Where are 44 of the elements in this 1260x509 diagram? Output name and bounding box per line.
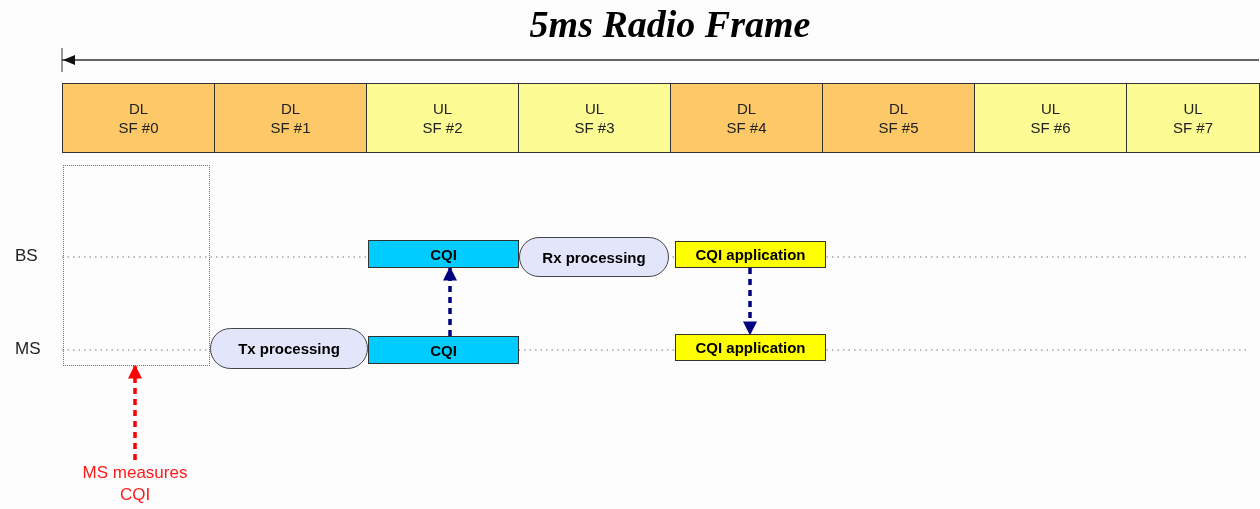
- processing-pill: [519, 237, 669, 277]
- annotation-text: MS measures CQI: [81, 461, 189, 506]
- node-text: SF #7: [1173, 118, 1213, 138]
- node-text: Rx processing: [542, 248, 646, 266]
- cqi-block: [368, 336, 519, 364]
- downlink-subframe: [670, 83, 823, 153]
- cqi-block: [368, 240, 519, 268]
- subframe-type: UL: [584, 98, 605, 118]
- node-text: SF #2: [422, 118, 463, 138]
- arrow: [443, 266, 457, 336]
- node-text: SF #4: [726, 118, 767, 138]
- subframe-type: DL: [888, 98, 909, 118]
- node-text: SF #1: [270, 118, 311, 138]
- lane-label: MS: [15, 339, 41, 359]
- node-text: SF #5: [878, 118, 919, 138]
- subframe-type: UL: [1183, 98, 1203, 118]
- arrow: [743, 268, 757, 336]
- node-text: CQI application: [695, 246, 806, 263]
- subframe-type: DL: [736, 98, 757, 118]
- lane-label: BS: [15, 246, 38, 266]
- node-text: CQI: [430, 245, 457, 263]
- measurement-window: [63, 165, 210, 366]
- node-text: CQI application: [695, 339, 806, 356]
- node-text: SF #6: [1030, 118, 1071, 138]
- downlink-subframe: [214, 83, 367, 153]
- subframe-type: DL: [128, 98, 149, 118]
- arrow: [128, 364, 142, 460]
- node-text: CQI: [430, 341, 457, 359]
- node-text: SF #3: [574, 118, 615, 138]
- subframe-type: UL: [1040, 98, 1061, 118]
- application-block: [675, 241, 826, 268]
- uplink-subframe: [518, 83, 671, 153]
- processing-pill: [210, 328, 368, 369]
- diagram-title: 5ms Radio Frame: [528, 2, 812, 46]
- uplink-subframe: [366, 83, 519, 153]
- downlink-subframe: [822, 83, 975, 153]
- uplink-subframe: [1126, 83, 1260, 153]
- node-text: Tx processing: [238, 340, 340, 357]
- downlink-subframe: [62, 83, 215, 153]
- subframe-type: DL: [280, 98, 301, 118]
- subframe-type: UL: [432, 98, 453, 118]
- uplink-subframe: [974, 83, 1127, 153]
- node-text: SF #0: [118, 118, 159, 138]
- application-block: [675, 334, 826, 361]
